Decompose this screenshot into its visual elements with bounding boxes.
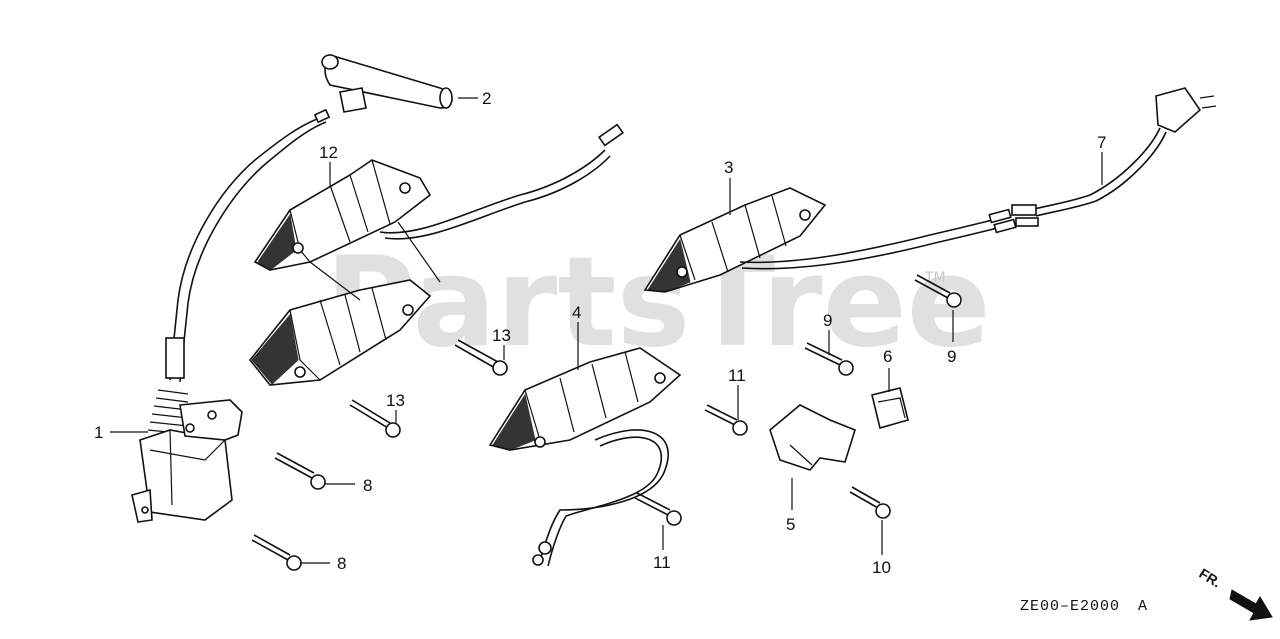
callout-labels: 1 2 3 4 5 6 7 8 8 9 9 10 11 11 12 13 13	[94, 89, 1106, 577]
callout-11-lower: 11	[653, 553, 671, 572]
callout-11-upper: 11	[728, 366, 746, 385]
leader-lines	[110, 97, 1103, 564]
callout-7: 7	[1097, 133, 1106, 152]
front-direction-indicator: FR.	[1196, 565, 1273, 621]
plug-cable-part	[1011, 87, 1217, 227]
ignition-coil-part	[131, 108, 331, 523]
callout-6: 6	[883, 347, 892, 366]
callout-9-left: 9	[823, 311, 832, 330]
bolts	[251, 274, 962, 571]
callout-13-upper: 13	[492, 326, 511, 345]
bracket-part	[769, 404, 856, 471]
callout-13-lower: 13	[386, 391, 405, 410]
charge-coil-lower-part	[248, 221, 441, 386]
callout-1: 1	[94, 423, 103, 442]
direction-label: FR.	[1196, 565, 1224, 591]
callout-3: 3	[724, 158, 733, 177]
callout-2: 2	[482, 89, 491, 108]
lighting-coil-part	[488, 347, 682, 567]
callout-10: 10	[872, 558, 891, 577]
callout-4: 4	[572, 303, 581, 322]
callout-9-right: 9	[947, 347, 956, 366]
grommet-part	[871, 387, 909, 429]
callout-5: 5	[786, 515, 795, 534]
diagram-code-suffix: A	[1138, 598, 1148, 615]
watermark-trademark: TM	[924, 270, 946, 286]
spark-plug-cap-part	[321, 54, 453, 113]
callout-8-upper: 8	[363, 476, 372, 495]
callout-12: 12	[319, 143, 338, 162]
diagram-code: ZE00–E2000	[1020, 598, 1120, 615]
callout-8-lower: 8	[337, 554, 346, 573]
exciter-coil-part	[643, 187, 1017, 293]
charge-coil-upper-part	[253, 123, 624, 271]
front-arrow-icon	[1229, 589, 1273, 621]
